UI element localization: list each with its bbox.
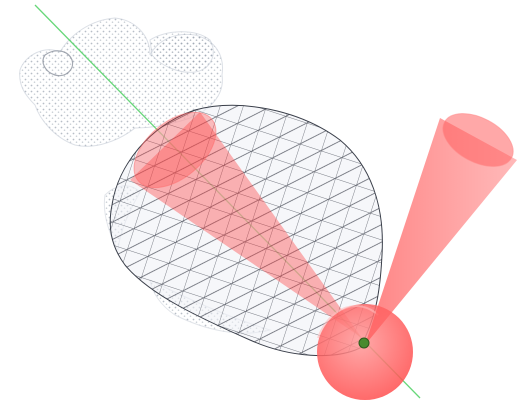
apex-marker[interactable] [359, 338, 369, 348]
outer-cone [365, 103, 517, 345]
apex-sphere [317, 304, 413, 400]
